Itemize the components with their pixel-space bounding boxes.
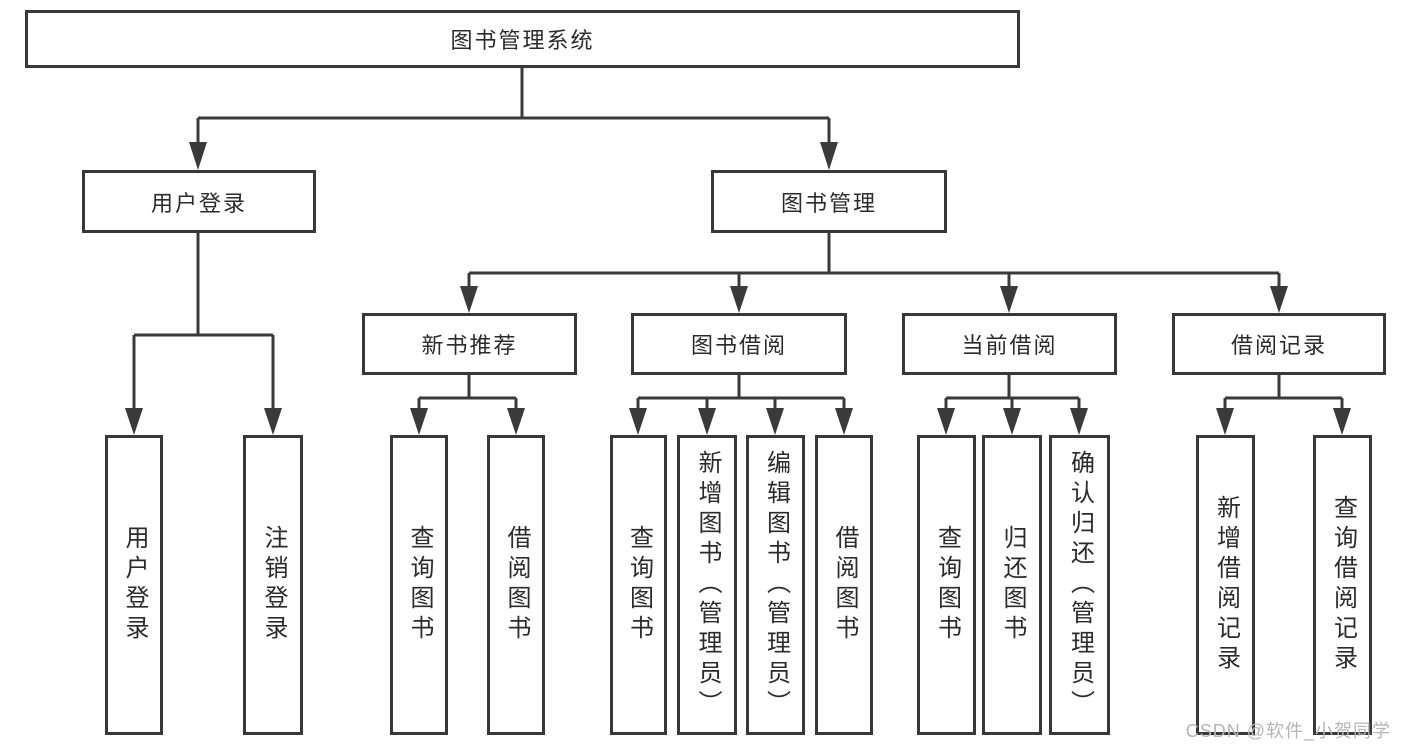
leaf-label: 查询图书 [625, 525, 653, 645]
leaf-label: 确认归还（管理员） [1066, 450, 1094, 720]
leaf-query-books-recommend: 查询图书 [390, 435, 448, 735]
leaf-label: 用户登录 [121, 525, 148, 645]
node-new-book-recommendation: 新书推荐 [362, 313, 577, 375]
leaf-label: 注销登录 [260, 525, 287, 645]
leaf-query-borrow-record: 查询借阅记录 [1313, 435, 1372, 735]
connector-user-login-to-leaves [132, 233, 275, 413]
leaf-return-books: 归还图书 [982, 435, 1042, 735]
leaf-logout: 注销登录 [243, 435, 303, 735]
leaf-label: 编辑图书（管理员） [762, 450, 790, 720]
node-book-management: 图书管理 [711, 170, 947, 233]
node-user-login: 用户登录 [82, 170, 316, 233]
connector-root-to-level2 [196, 68, 831, 148]
connector-current-borrow-to-leaves [944, 375, 1081, 413]
leaf-label: 借阅图书 [503, 525, 530, 645]
leaf-query-books-borrow: 查询图书 [610, 435, 667, 735]
leaf-label: 查询图书 [933, 525, 961, 645]
leaf-add-borrow-record: 新增借阅记录 [1196, 435, 1255, 735]
connector-book-borrow-to-leaves [636, 375, 846, 413]
leaf-query-books-current: 查询图书 [917, 435, 976, 735]
leaf-edit-books-admin: 编辑图书（管理员） [746, 435, 805, 735]
node-root-library-system: 图书管理系统 [25, 10, 1020, 68]
node-book-borrowing: 图书借阅 [631, 313, 847, 375]
leaf-label: 新增图书（管理员） [694, 450, 721, 720]
node-borrowing-records: 借阅记录 [1172, 313, 1386, 375]
leaf-borrow-books: 借阅图书 [815, 435, 873, 735]
leaf-label: 查询图书 [406, 525, 433, 645]
connector-new-book-to-leaves [417, 375, 518, 413]
connector-book-mgmt-to-level3 [467, 233, 1281, 291]
leaf-confirm-return-admin: 确认归还（管理员） [1049, 435, 1110, 735]
leaf-add-books-admin: 新增图书（管理员） [677, 435, 737, 735]
leaf-label: 借阅图书 [831, 525, 858, 645]
leaf-user-login: 用户登录 [105, 435, 163, 735]
arrowheads [125, 142, 1351, 435]
leaf-label: 查询借阅记录 [1329, 495, 1357, 675]
leaf-label: 新增借阅记录 [1212, 495, 1240, 675]
connector-borrow-record-to-leaves [1223, 375, 1344, 413]
leaf-label: 归还图书 [999, 525, 1026, 645]
csdn-watermark: CSDN @软件_小贺同学 [1185, 721, 1391, 741]
leaf-borrow-books-recommend: 借阅图书 [487, 435, 545, 735]
node-current-borrowing: 当前借阅 [902, 313, 1117, 375]
